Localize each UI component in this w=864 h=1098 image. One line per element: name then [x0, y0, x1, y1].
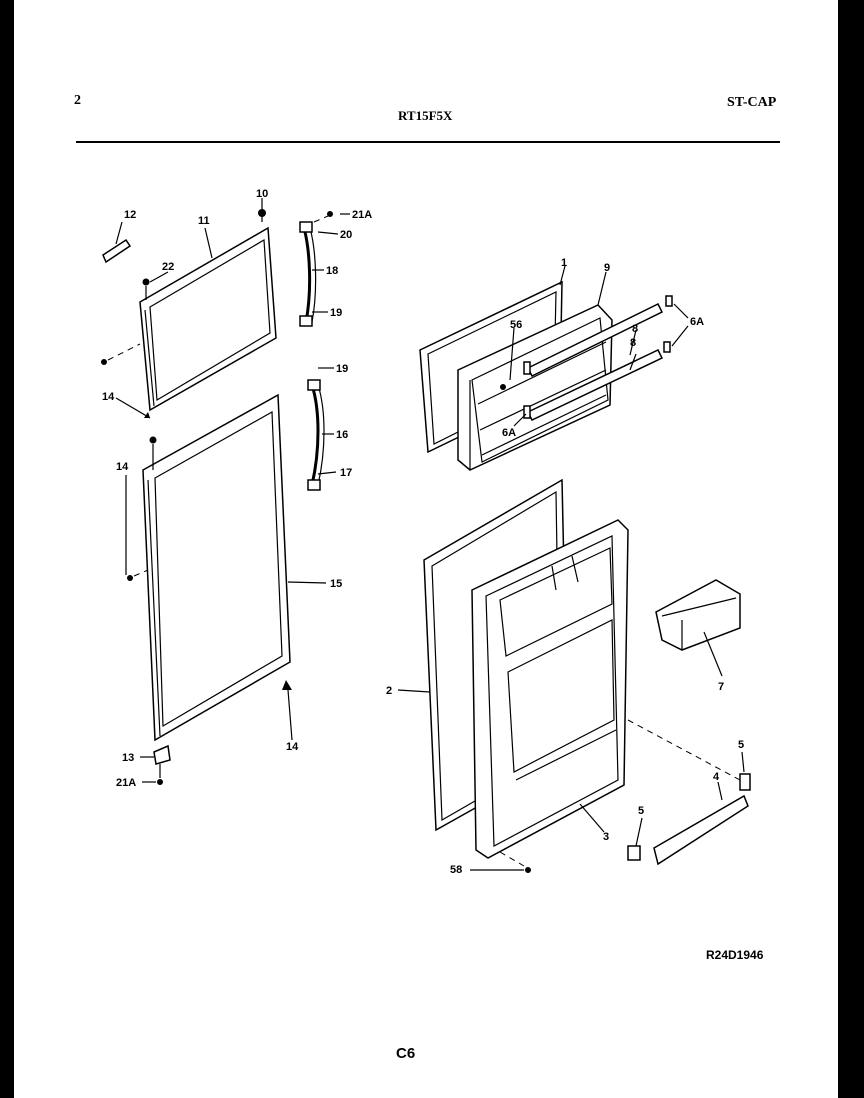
screw-part-10	[258, 198, 266, 222]
callout-10: 10	[256, 188, 268, 200]
handle-part-16	[307, 379, 325, 491]
drawing-id: R24D1946	[706, 948, 764, 962]
dairy-bin-part-7	[655, 579, 741, 677]
callout-56: 56	[510, 319, 522, 331]
callout-3: 3	[603, 831, 609, 843]
callout-12: 12	[124, 209, 136, 221]
screw-part-22	[142, 278, 150, 286]
callout-5-right: 5	[738, 739, 744, 751]
fresh-food-door-part-15	[142, 393, 291, 742]
callout-22: 22	[162, 261, 174, 273]
callout-19-mid: 19	[336, 363, 348, 375]
callout-20: 20	[340, 229, 352, 241]
callout-13: 13	[122, 752, 134, 764]
callout-14-c: 14	[286, 741, 299, 753]
callout-14-b: 14	[116, 461, 129, 473]
callout-58: 58	[450, 864, 462, 876]
callout-21a-top: 21A	[352, 209, 372, 221]
callout-6a-right: 6A	[690, 316, 704, 328]
callout-9: 9	[604, 262, 610, 274]
callout-2: 2	[386, 685, 392, 697]
model-number: RT15F5X	[398, 108, 453, 123]
callout-17: 17	[340, 467, 352, 479]
page-code: C6	[396, 1045, 416, 1062]
callout-5-left: 5	[638, 805, 644, 817]
callout-21a-bot: 21A	[116, 777, 136, 789]
kickplate-part-4	[653, 794, 749, 866]
callout-14-a: 14	[102, 391, 115, 403]
clip-part-5-left	[627, 845, 641, 861]
callout-4: 4	[713, 771, 720, 783]
callout-16: 16	[336, 429, 348, 441]
hinge-part-13	[153, 744, 171, 765]
fresh-food-liner-part-3	[471, 519, 629, 859]
callout-15: 15	[330, 578, 342, 590]
trim-part-12	[102, 238, 132, 264]
freezer-door-part-11	[139, 226, 277, 412]
callout-6a-left: 6A	[502, 427, 516, 439]
callout-1: 1	[561, 257, 567, 269]
page-number: 2	[74, 93, 81, 108]
handle-part-18	[299, 221, 317, 327]
callout-7: 7	[718, 681, 724, 693]
callout-8-b: 8	[630, 337, 636, 349]
callout-18-top: 18	[326, 265, 338, 277]
callout-11: 11	[198, 215, 210, 227]
clip-part-5-right	[739, 773, 751, 791]
callout-19-top: 19	[330, 307, 342, 319]
section-code: ST-CAP	[727, 95, 777, 110]
callout-8-a: 8	[632, 323, 638, 335]
